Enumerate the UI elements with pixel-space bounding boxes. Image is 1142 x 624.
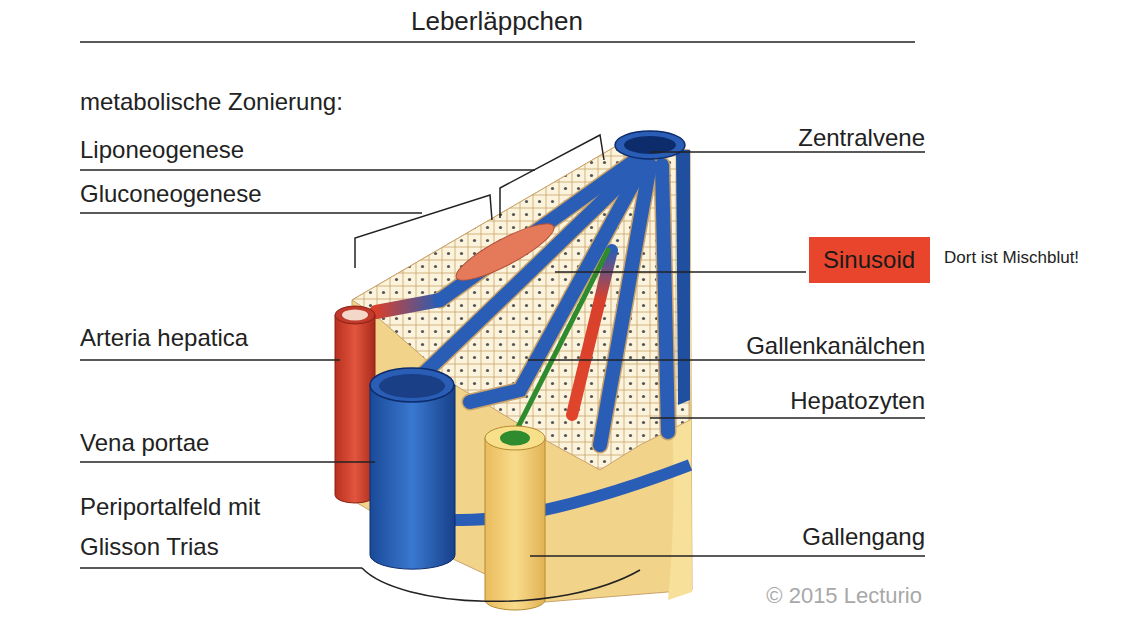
zone-marker <box>450 215 559 290</box>
diagram-title: Leberläppchen <box>0 6 994 36</box>
part-label: Arteria hepatica <box>80 324 248 352</box>
part-label: Hepatozyten <box>790 387 925 415</box>
zone-label: Liponeogenese <box>80 136 244 164</box>
part-label: Gallenkanälchen <box>746 332 925 360</box>
bile-duct-cylinder <box>485 438 545 610</box>
title-rule <box>80 41 915 43</box>
annotation-note: Dort ist Mischblut! <box>944 247 1079 269</box>
part-label: Periportalfeld mit Glisson Trias <box>80 487 330 567</box>
leader-lines <box>80 152 925 601</box>
zone-brackets <box>355 135 604 268</box>
bile-duct-top <box>485 426 545 450</box>
part-label: Vena portae <box>80 429 209 457</box>
portal-vein-cylinder <box>370 385 455 569</box>
portal-vein-lumen <box>379 374 445 398</box>
artery-top <box>335 306 375 324</box>
central-vein-body <box>676 150 690 405</box>
node-text: Sinusoid <box>823 246 915 274</box>
highlight-box: Sinusoid <box>809 237 930 283</box>
central-vein <box>615 131 685 159</box>
bile-duct-lumen <box>500 431 530 446</box>
part-label: Gallengang <box>802 523 925 551</box>
artery-cylinder <box>335 315 375 503</box>
copyright-watermark: © 2015 Lecturio <box>766 582 922 610</box>
zone-label: Gluconeogenese <box>80 180 261 208</box>
portal-vein-top <box>370 368 454 402</box>
artery-lumen <box>342 310 368 321</box>
section-heading: metabolische Zonierung: <box>80 88 343 116</box>
part-label: Zentralvene <box>798 124 925 152</box>
